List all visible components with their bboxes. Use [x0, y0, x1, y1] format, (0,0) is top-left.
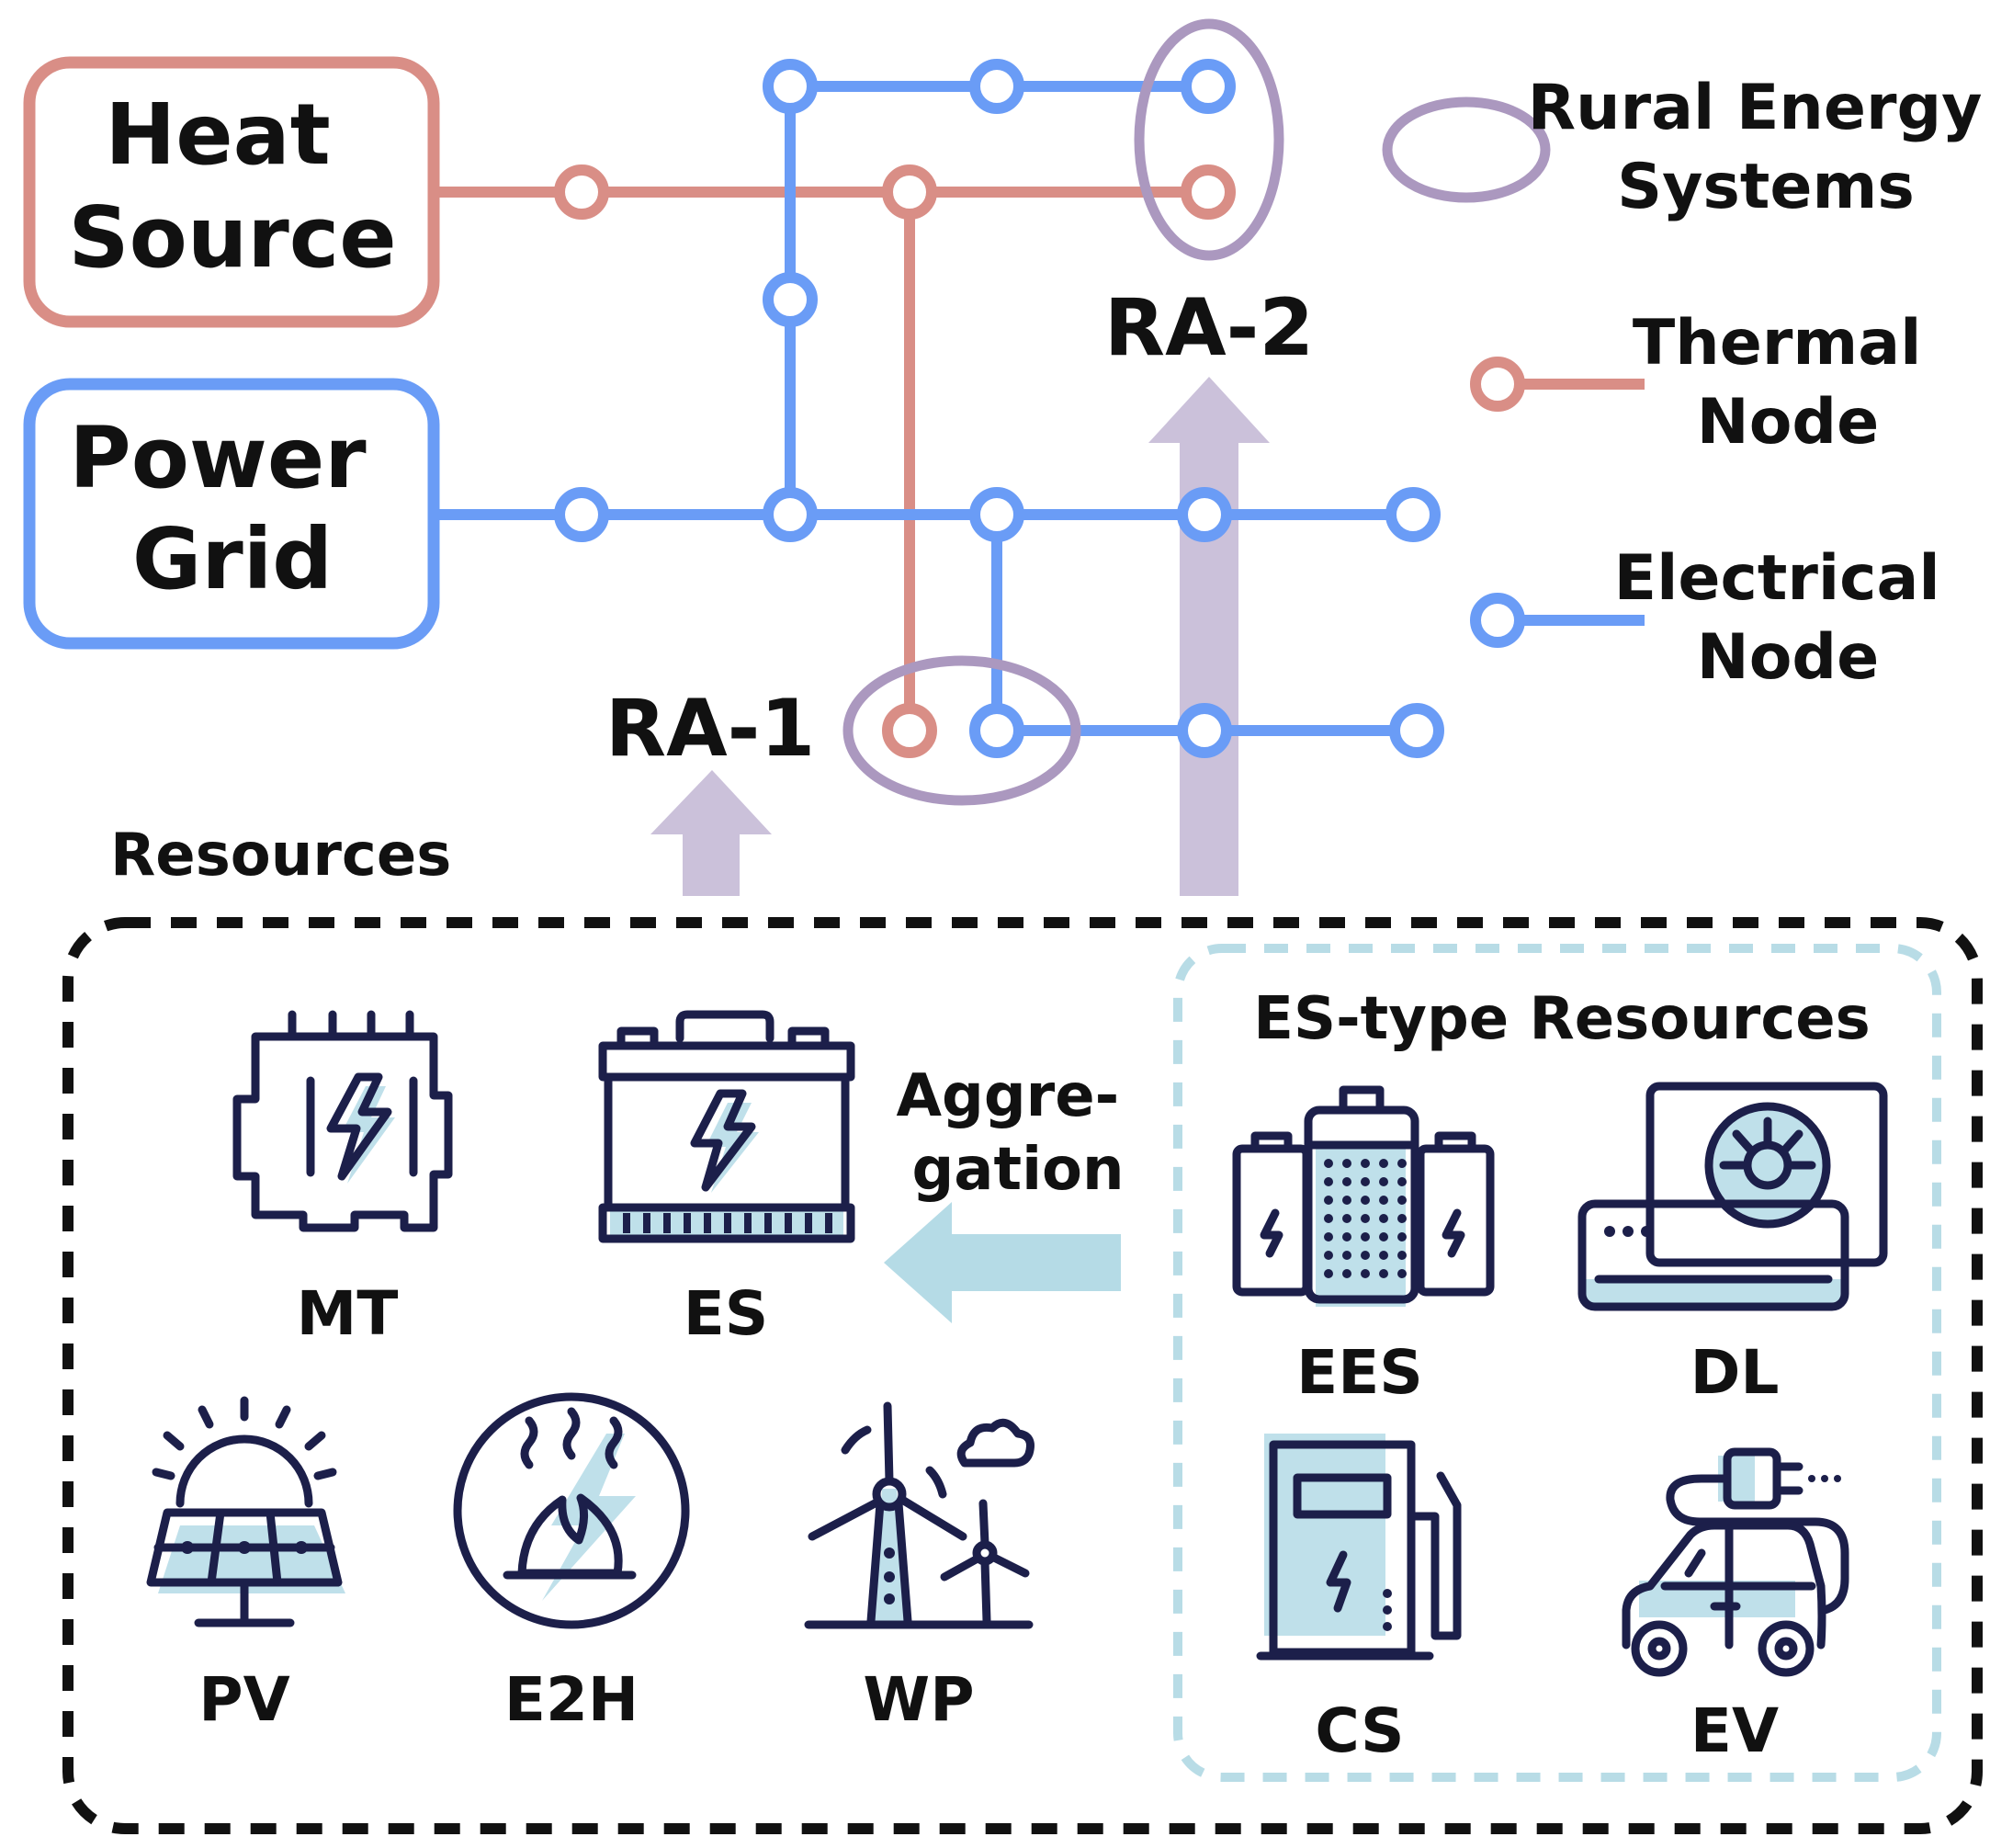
electrical-node: [969, 487, 1024, 542]
ra1-rural-system-ellipse: [842, 655, 1081, 806]
mt-icon: [232, 1010, 453, 1232]
legend-thermal-node-icon: [1470, 357, 1645, 412]
es-label: ES: [684, 1278, 769, 1349]
dl-label: DL: [1690, 1337, 1780, 1408]
aggregation-label: Aggre- gation: [897, 1062, 1140, 1204]
ev-label: EV: [1690, 1695, 1779, 1766]
electrical-node: [1389, 703, 1444, 758]
thermal-nodes: [554, 164, 1236, 758]
legend-electrical-node-label: Electrical Node: [1614, 542, 1962, 694]
ra2-up-arrow: [1148, 377, 1270, 896]
electrical-node: [554, 487, 609, 542]
electrical-node: [763, 272, 818, 327]
e2h-icon: [453, 1392, 690, 1629]
cs-label: CS: [1315, 1695, 1404, 1766]
pv-label: PV: [198, 1664, 289, 1735]
resources-title: Resources: [110, 822, 451, 890]
electrical-nodes: [554, 59, 1444, 758]
es-icon: [598, 1010, 855, 1243]
electrical-node: [969, 703, 1024, 758]
electrical-node: [763, 487, 818, 542]
ra1-label: RA-1: [605, 683, 815, 775]
dl-icon: [1577, 1082, 1888, 1311]
wp-icon: [804, 1401, 1035, 1629]
pv-icon: [146, 1396, 345, 1627]
cs-icon: [1256, 1434, 1462, 1661]
mt-label: MT: [297, 1278, 399, 1349]
ra2-rural-system-ellipse: [1134, 18, 1284, 261]
wp-label: WP: [863, 1664, 974, 1735]
ees-dot-grid: [1324, 1159, 1407, 1278]
resources-dashed-box: [62, 917, 1983, 1834]
e2h-label: E2H: [504, 1664, 639, 1735]
ra1-up-arrow: [650, 770, 772, 896]
electrical-node: [1385, 487, 1441, 542]
ev-icon: [1622, 1447, 1849, 1677]
legend-electrical-node-icon: [1470, 593, 1645, 648]
power-grid-label: Power Grid: [69, 409, 395, 608]
aggregation-arrow: [884, 1202, 1121, 1323]
thermal-node: [882, 703, 937, 758]
electrical-node: [1177, 487, 1232, 542]
electrical-node: [969, 59, 1024, 114]
electrical-node: [763, 59, 818, 114]
legend-rural-system-icon: [1382, 96, 1551, 203]
es-type-dashed-box: [1173, 944, 1941, 1782]
ra2-label: RA-2: [1104, 282, 1314, 374]
es-type-title: ES-type Resources: [1253, 985, 1871, 1053]
heat-source-label: Heat Source: [68, 85, 396, 287]
electrical-node: [1177, 703, 1232, 758]
ees-icon: [1232, 1085, 1495, 1307]
electrical-node: [1181, 59, 1236, 114]
thermal-node: [882, 164, 937, 220]
legend-rural-system-label: Rural Energy Systems: [1528, 72, 1990, 223]
thermal-network: [434, 187, 1202, 731]
ees-label: EES: [1296, 1337, 1423, 1408]
thermal-node: [1181, 164, 1236, 220]
thermal-node: [554, 164, 609, 220]
legend-thermal-node-label: Thermal Node: [1633, 307, 1943, 459]
